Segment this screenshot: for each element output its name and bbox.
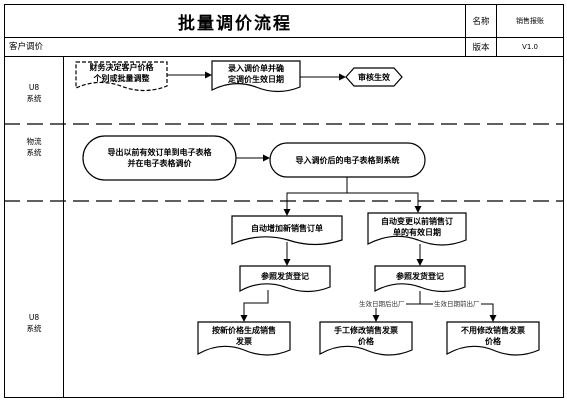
lane-label-u8-top: U8 系统	[26, 83, 42, 103]
version-label: 版本	[472, 43, 490, 53]
page-title: 批量调价流程	[178, 13, 292, 34]
arrow-ref-left-to-invoice-new	[240, 290, 269, 322]
condition-after-effective: 生效日期后出厂	[358, 298, 406, 308]
node-invoice-nochange: 不用修改销售发票 价格	[461, 326, 525, 346]
name-label: 名称	[472, 17, 490, 27]
ref-ship-left-shape	[239, 265, 331, 293]
node-ref-ship-right: 参照发货登记	[396, 272, 444, 281]
invoice-new-shape	[197, 321, 291, 356]
enter-order-shape	[211, 60, 301, 93]
node-finance-decide: 财务决定客户价格 个别或批量调整	[89, 63, 154, 83]
node-ref-ship-left: 参照发货登记	[261, 272, 309, 281]
version-value: V1.0	[522, 43, 538, 51]
arrow-import-to-auto-add	[283, 177, 348, 216]
node-auto-change: 自动变更以前销售订 单的有效日期	[381, 216, 453, 237]
finance-decide-shape	[75, 61, 168, 92]
invoice-manual-shape	[319, 321, 413, 356]
node-audit: 审核生效	[358, 72, 390, 82]
name-value: 销售报账	[516, 17, 544, 25]
arrow-import-to-auto-change	[347, 192, 422, 213]
process-label: 客户调价	[9, 42, 44, 52]
node-enter-order: 录入调价单并确 定调价生效日期	[228, 63, 284, 84]
node-export-order: 导出以前有效订单到电子表格 并在电子表格调价	[107, 148, 212, 168]
node-import-sheet: 导入调价后的电子表格到系统	[295, 155, 400, 165]
invoice-nochange-shape	[446, 321, 540, 356]
audit-shape	[345, 67, 403, 87]
node-invoice-new: 按新价格生成销售 发票	[212, 326, 276, 346]
lane-label-logistics: 物流 系统	[26, 137, 42, 157]
ref-ship-right-shape	[374, 265, 466, 293]
node-invoice-manual: 手工修改销售发票 价格	[334, 326, 398, 346]
node-auto-add: 自动增加新销售订单	[251, 223, 323, 233]
auto-change-shape	[367, 212, 467, 246]
lane-label-u8-bottom: U8 系统	[26, 313, 42, 333]
auto-add-shape	[231, 215, 343, 246]
condition-before-effective: 生效日期前出厂	[433, 298, 481, 308]
